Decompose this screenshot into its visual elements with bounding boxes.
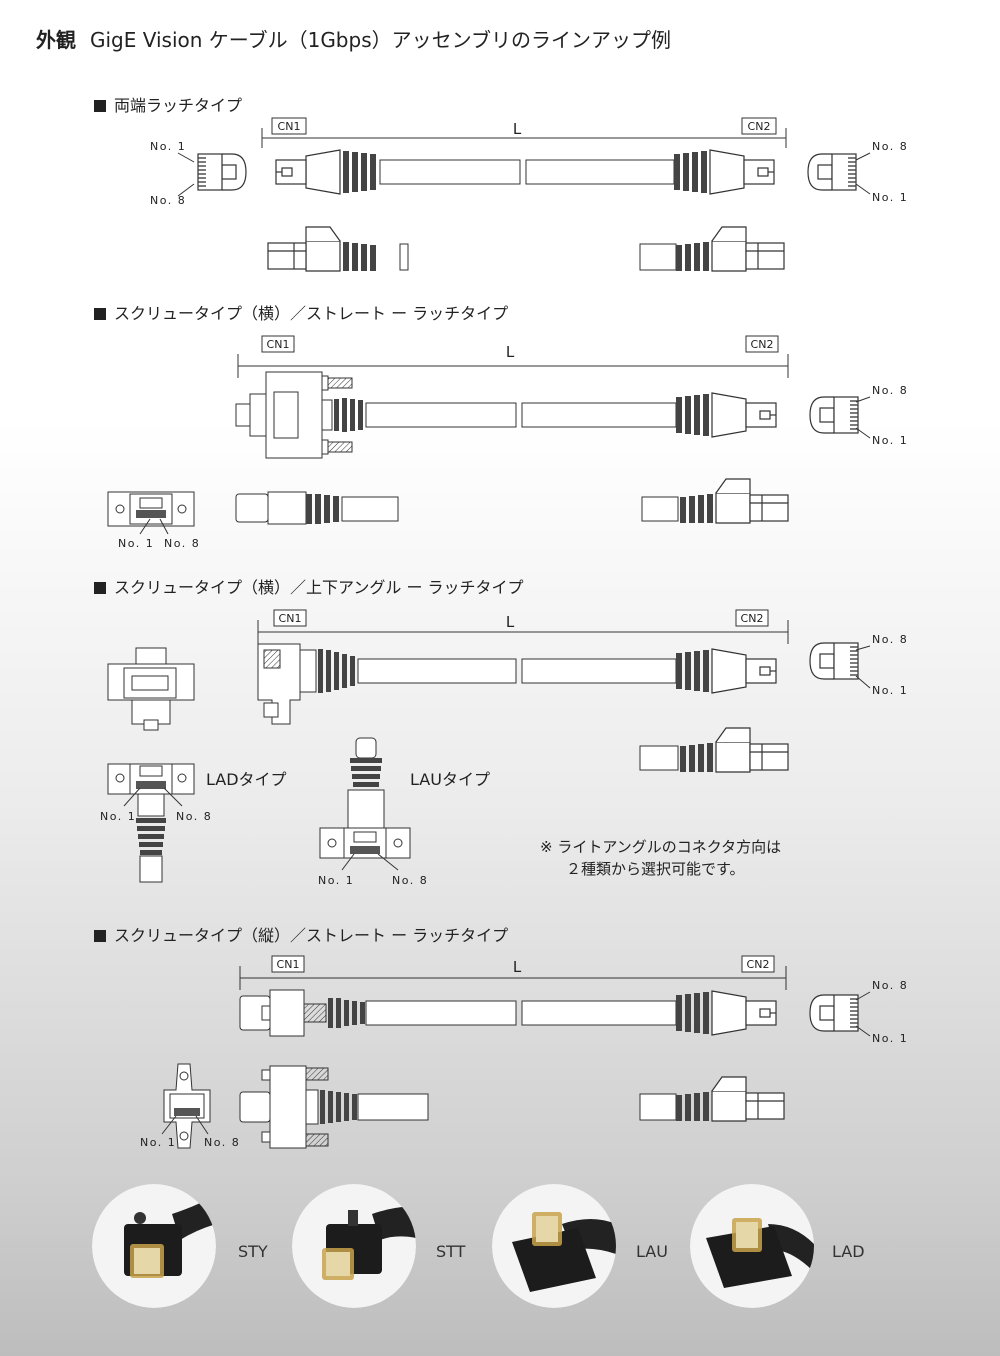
length-label: L	[513, 120, 522, 138]
pin1-label: No. 1	[100, 810, 136, 823]
page-title-subtitle: GigE Vision ケーブル（1Gbps）アッセンブリのラインアップ例	[90, 28, 672, 52]
photo-label-sty: STY	[238, 1242, 268, 1261]
pin1-label: No. 1	[872, 1032, 908, 1045]
photo-sty	[92, 1184, 216, 1308]
section-3-drawing: CN1 CN2 L No. 8 No. 1	[100, 609, 908, 887]
cn1-label: CN1	[278, 120, 301, 133]
cn1-label: CN1	[267, 338, 290, 351]
pin1-label: No. 1	[140, 1136, 176, 1149]
pin1-label: No. 1	[118, 537, 154, 550]
pin1-label: No. 1	[150, 140, 186, 153]
length-label: L	[506, 343, 515, 361]
section-heading-2: スクリュータイプ（横）／ストレート ー ラッチタイプ	[94, 300, 508, 324]
photo-label-lad: LAD	[832, 1242, 865, 1261]
pin1-label: No. 1	[872, 684, 908, 697]
cn2-label: CN2	[741, 612, 764, 625]
note-line-1: ※ ライトアングルのコネクタ方向は	[540, 838, 782, 856]
cn2-label: CN2	[748, 120, 771, 133]
section-2-drawing: CN1 CN2 L No. 8 No. 1	[107, 335, 908, 550]
pin8-label: No. 8	[164, 537, 200, 550]
section-1-drawing: CN1 CN2 L No. 1 No. 8 No. 8 No. 1	[150, 117, 908, 272]
pin1-label: No. 1	[872, 191, 908, 204]
photo-label-lau: LAU	[636, 1242, 668, 1261]
photo-label-stt: STT	[436, 1242, 466, 1261]
bullet-square-icon	[94, 308, 106, 320]
bullet-square-icon	[94, 582, 106, 594]
cn1-label: CN1	[279, 612, 302, 625]
lad-type-label: LADタイプ	[206, 770, 287, 789]
pin8-label: No. 8	[176, 810, 212, 823]
section-title: スクリュータイプ（縦）／ストレート ー ラッチタイプ	[114, 926, 509, 945]
photo-lad	[690, 1184, 814, 1308]
section-heading-4: スクリュータイプ（縦）／ストレート ー ラッチタイプ	[94, 922, 508, 946]
length-label: L	[506, 613, 515, 631]
pin8-label: No. 8	[872, 140, 908, 153]
note-line-2: ２種類から選択可能です。	[566, 860, 745, 878]
page-title: 外観 GigE Vision ケーブル（1Gbps）アッセンブリのラインアップ例	[36, 24, 671, 53]
pin8-label: No. 8	[392, 874, 428, 887]
cn2-label: CN2	[747, 958, 770, 971]
pin8-label: No. 8	[872, 633, 908, 646]
length-label: L	[513, 958, 522, 976]
section-4-drawing: CN1 CN2 L No. 8 No. 1 No. 1 No. 8	[140, 955, 908, 1149]
bullet-square-icon	[94, 100, 106, 112]
photo-lau	[492, 1184, 616, 1308]
pin8-label: No. 8	[150, 194, 186, 207]
photo-stt	[292, 1184, 416, 1308]
cn2-label: CN2	[751, 338, 774, 351]
angle-direction-note: ※ ライトアングルのコネクタ方向は ２種類から選択可能です。	[540, 836, 781, 880]
pin1-label: No. 1	[872, 434, 908, 447]
bullet-square-icon	[94, 930, 106, 942]
section-title: スクリュータイプ（横）／上下アングル ー ラッチタイプ	[114, 578, 524, 597]
pin8-label: No. 8	[204, 1136, 240, 1149]
section-title: スクリュータイプ（横）／ストレート ー ラッチタイプ	[114, 304, 509, 323]
pin8-label: No. 8	[872, 979, 908, 992]
section-heading-3: スクリュータイプ（横）／上下アングル ー ラッチタイプ	[94, 574, 524, 598]
pin1-label: No. 1	[318, 874, 354, 887]
lau-type-label: LAUタイプ	[410, 770, 490, 789]
section-title: 両端ラッチタイプ	[114, 96, 243, 115]
pin8-label: No. 8	[872, 384, 908, 397]
page-title-head: 外観	[36, 28, 76, 52]
section-heading-1: 両端ラッチタイプ	[94, 92, 242, 116]
cn1-label: CN1	[277, 958, 300, 971]
